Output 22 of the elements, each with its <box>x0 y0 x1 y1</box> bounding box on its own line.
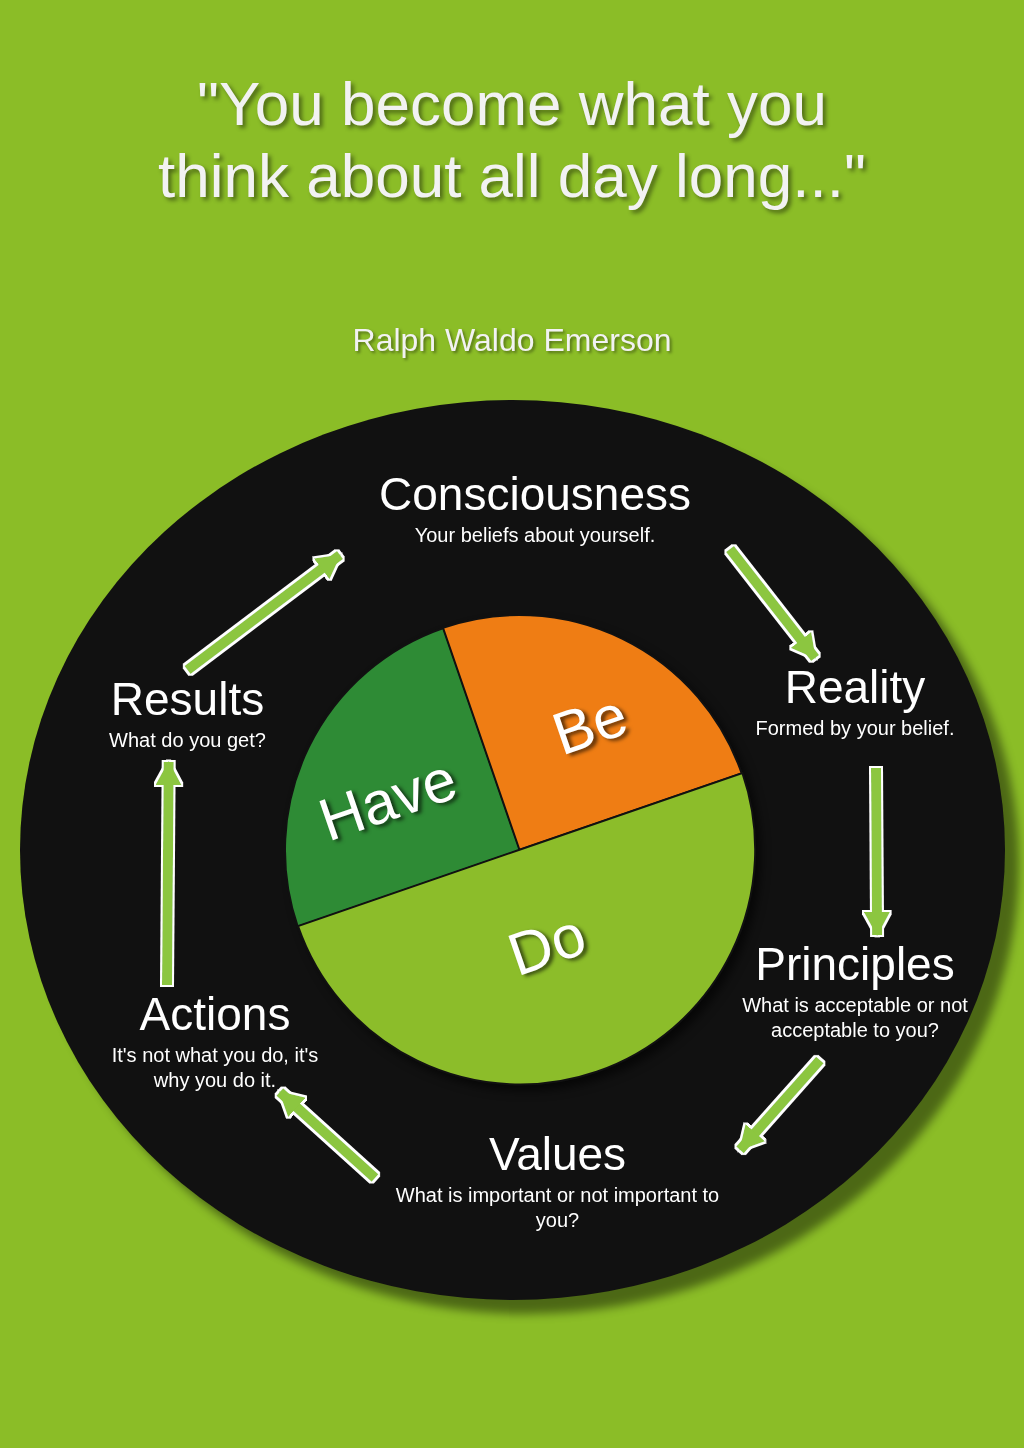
stage-description: Your beliefs about yourself. <box>414 523 656 548</box>
stage-heading: Results <box>110 672 265 727</box>
stage-heading: Values <box>488 1127 627 1182</box>
arrow <box>863 767 890 936</box>
stage-description: What is acceptable or not acceptable to you? <box>741 993 969 1043</box>
sector-label: Have <box>312 748 464 852</box>
stage-heading: Consciousness <box>379 467 691 522</box>
stage-description: What is important or not important to you? <box>394 1183 721 1233</box>
arrow <box>726 545 820 662</box>
arrow <box>736 1056 824 1154</box>
sector-label: Be <box>545 684 635 766</box>
sector-label: Do <box>500 904 593 986</box>
arrow <box>184 551 343 674</box>
stage-description: What do you get? <box>109 728 266 753</box>
stage-description: It's not what you do, it's why you do it. <box>110 1043 320 1093</box>
quote-author: Ralph Waldo Emerson <box>351 321 673 360</box>
stage-description: Formed by your belief. <box>755 716 955 741</box>
stage-heading: Principles <box>755 937 955 992</box>
arrow <box>155 761 182 986</box>
quote-title: "You become what you think about all day long..." <box>157 68 867 212</box>
stage-heading: Actions <box>139 987 291 1042</box>
stage-heading: Reality <box>784 660 926 715</box>
